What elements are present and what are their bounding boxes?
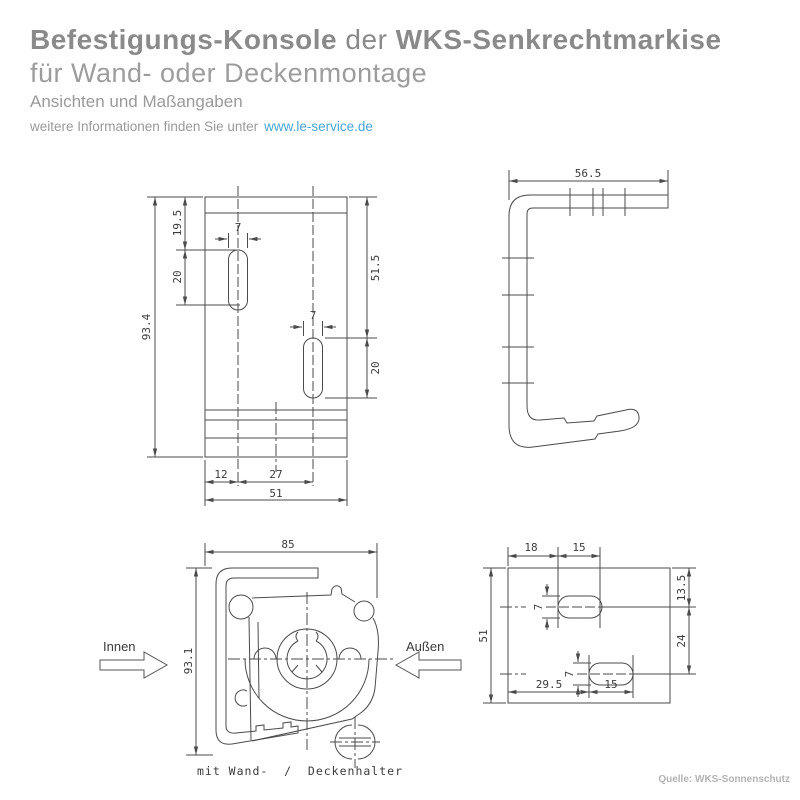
title-part-brand: WKS-Senkrechtmarkise bbox=[395, 24, 722, 55]
wall-bracket-outline bbox=[215, 567, 319, 745]
dim-total-height: 93.4 bbox=[140, 313, 153, 340]
side-view-drawing: 56.5 bbox=[502, 167, 669, 448]
outside-arrow-icon bbox=[394, 651, 462, 679]
dim-slot1-length: 20 bbox=[171, 270, 184, 283]
title-part-product: Befestigungs-Konsole bbox=[30, 24, 338, 55]
inside-arrow-icon bbox=[99, 651, 169, 679]
dim-slot-spacing: 27 bbox=[269, 468, 282, 481]
page-title: Befestigungs-Konsole der WKS-Senkrechtma… bbox=[30, 24, 722, 56]
dim-top-offset: 19.5 bbox=[171, 210, 184, 237]
cassette-top-right-roll bbox=[353, 600, 375, 622]
title-part-connector: der bbox=[345, 24, 388, 55]
dim-depth: 56.5 bbox=[575, 167, 602, 180]
top-view-drawing: 18 15 51 7 7 bbox=[477, 541, 696, 704]
dim-section-height: 93.1 bbox=[182, 648, 195, 675]
dim-top-offset: 13.5 bbox=[675, 575, 688, 602]
section-caption: mit Wand- / Deckenhalter bbox=[197, 764, 403, 778]
bracket-plate-outline bbox=[204, 196, 348, 458]
dim-bottom-offset: 12 bbox=[214, 468, 227, 481]
dim-right-height: 51.5 bbox=[369, 255, 382, 282]
dim-slot-a-length: 15 bbox=[572, 541, 585, 554]
base-plate-outline bbox=[507, 567, 671, 704]
source-note: Quelle: WKS-Sonnenschutz bbox=[658, 774, 790, 785]
dim-slot2-length: 20 bbox=[369, 361, 382, 374]
dim-slot-spacing: 24 bbox=[675, 634, 688, 648]
dim-slot2-width: 7 bbox=[310, 309, 317, 322]
dim-bottom-offset: 29.5 bbox=[536, 678, 563, 691]
dim-slot-b-width: 7 bbox=[563, 671, 576, 678]
cassette-top-left-roll bbox=[228, 594, 254, 620]
shaft-detail bbox=[330, 717, 380, 768]
fabric-roll-arc bbox=[244, 658, 370, 722]
section-view-drawing: 85 93.1 bbox=[99, 538, 462, 778]
info-text: weitere Informationen finden Sie unter bbox=[30, 119, 259, 134]
outside-label: Außen bbox=[406, 639, 444, 654]
bracket-profile-outline bbox=[508, 194, 669, 448]
info-line: weitere Informationen finden Sie unter ww… bbox=[30, 119, 373, 134]
website-link[interactable]: www.le-service.de bbox=[264, 119, 373, 134]
dim-plate-height: 51 bbox=[477, 629, 490, 642]
dim-section-width: 85 bbox=[281, 538, 294, 551]
dim-total-width: 51 bbox=[269, 487, 282, 500]
page-subtitle: für Wand- oder Deckenmontage bbox=[30, 58, 428, 88]
views-caption: Ansichten und Maßangaben bbox=[30, 92, 243, 111]
dim-left-offset: 18 bbox=[524, 541, 537, 554]
front-view-drawing: 93.4 19.5 20 7 7 bbox=[140, 186, 382, 506]
dim-slot1-width: 7 bbox=[235, 221, 242, 234]
dim-slot-b-length: 15 bbox=[604, 678, 617, 691]
inside-label: Innen bbox=[103, 639, 136, 654]
dim-slot-a-width: 7 bbox=[532, 604, 545, 611]
